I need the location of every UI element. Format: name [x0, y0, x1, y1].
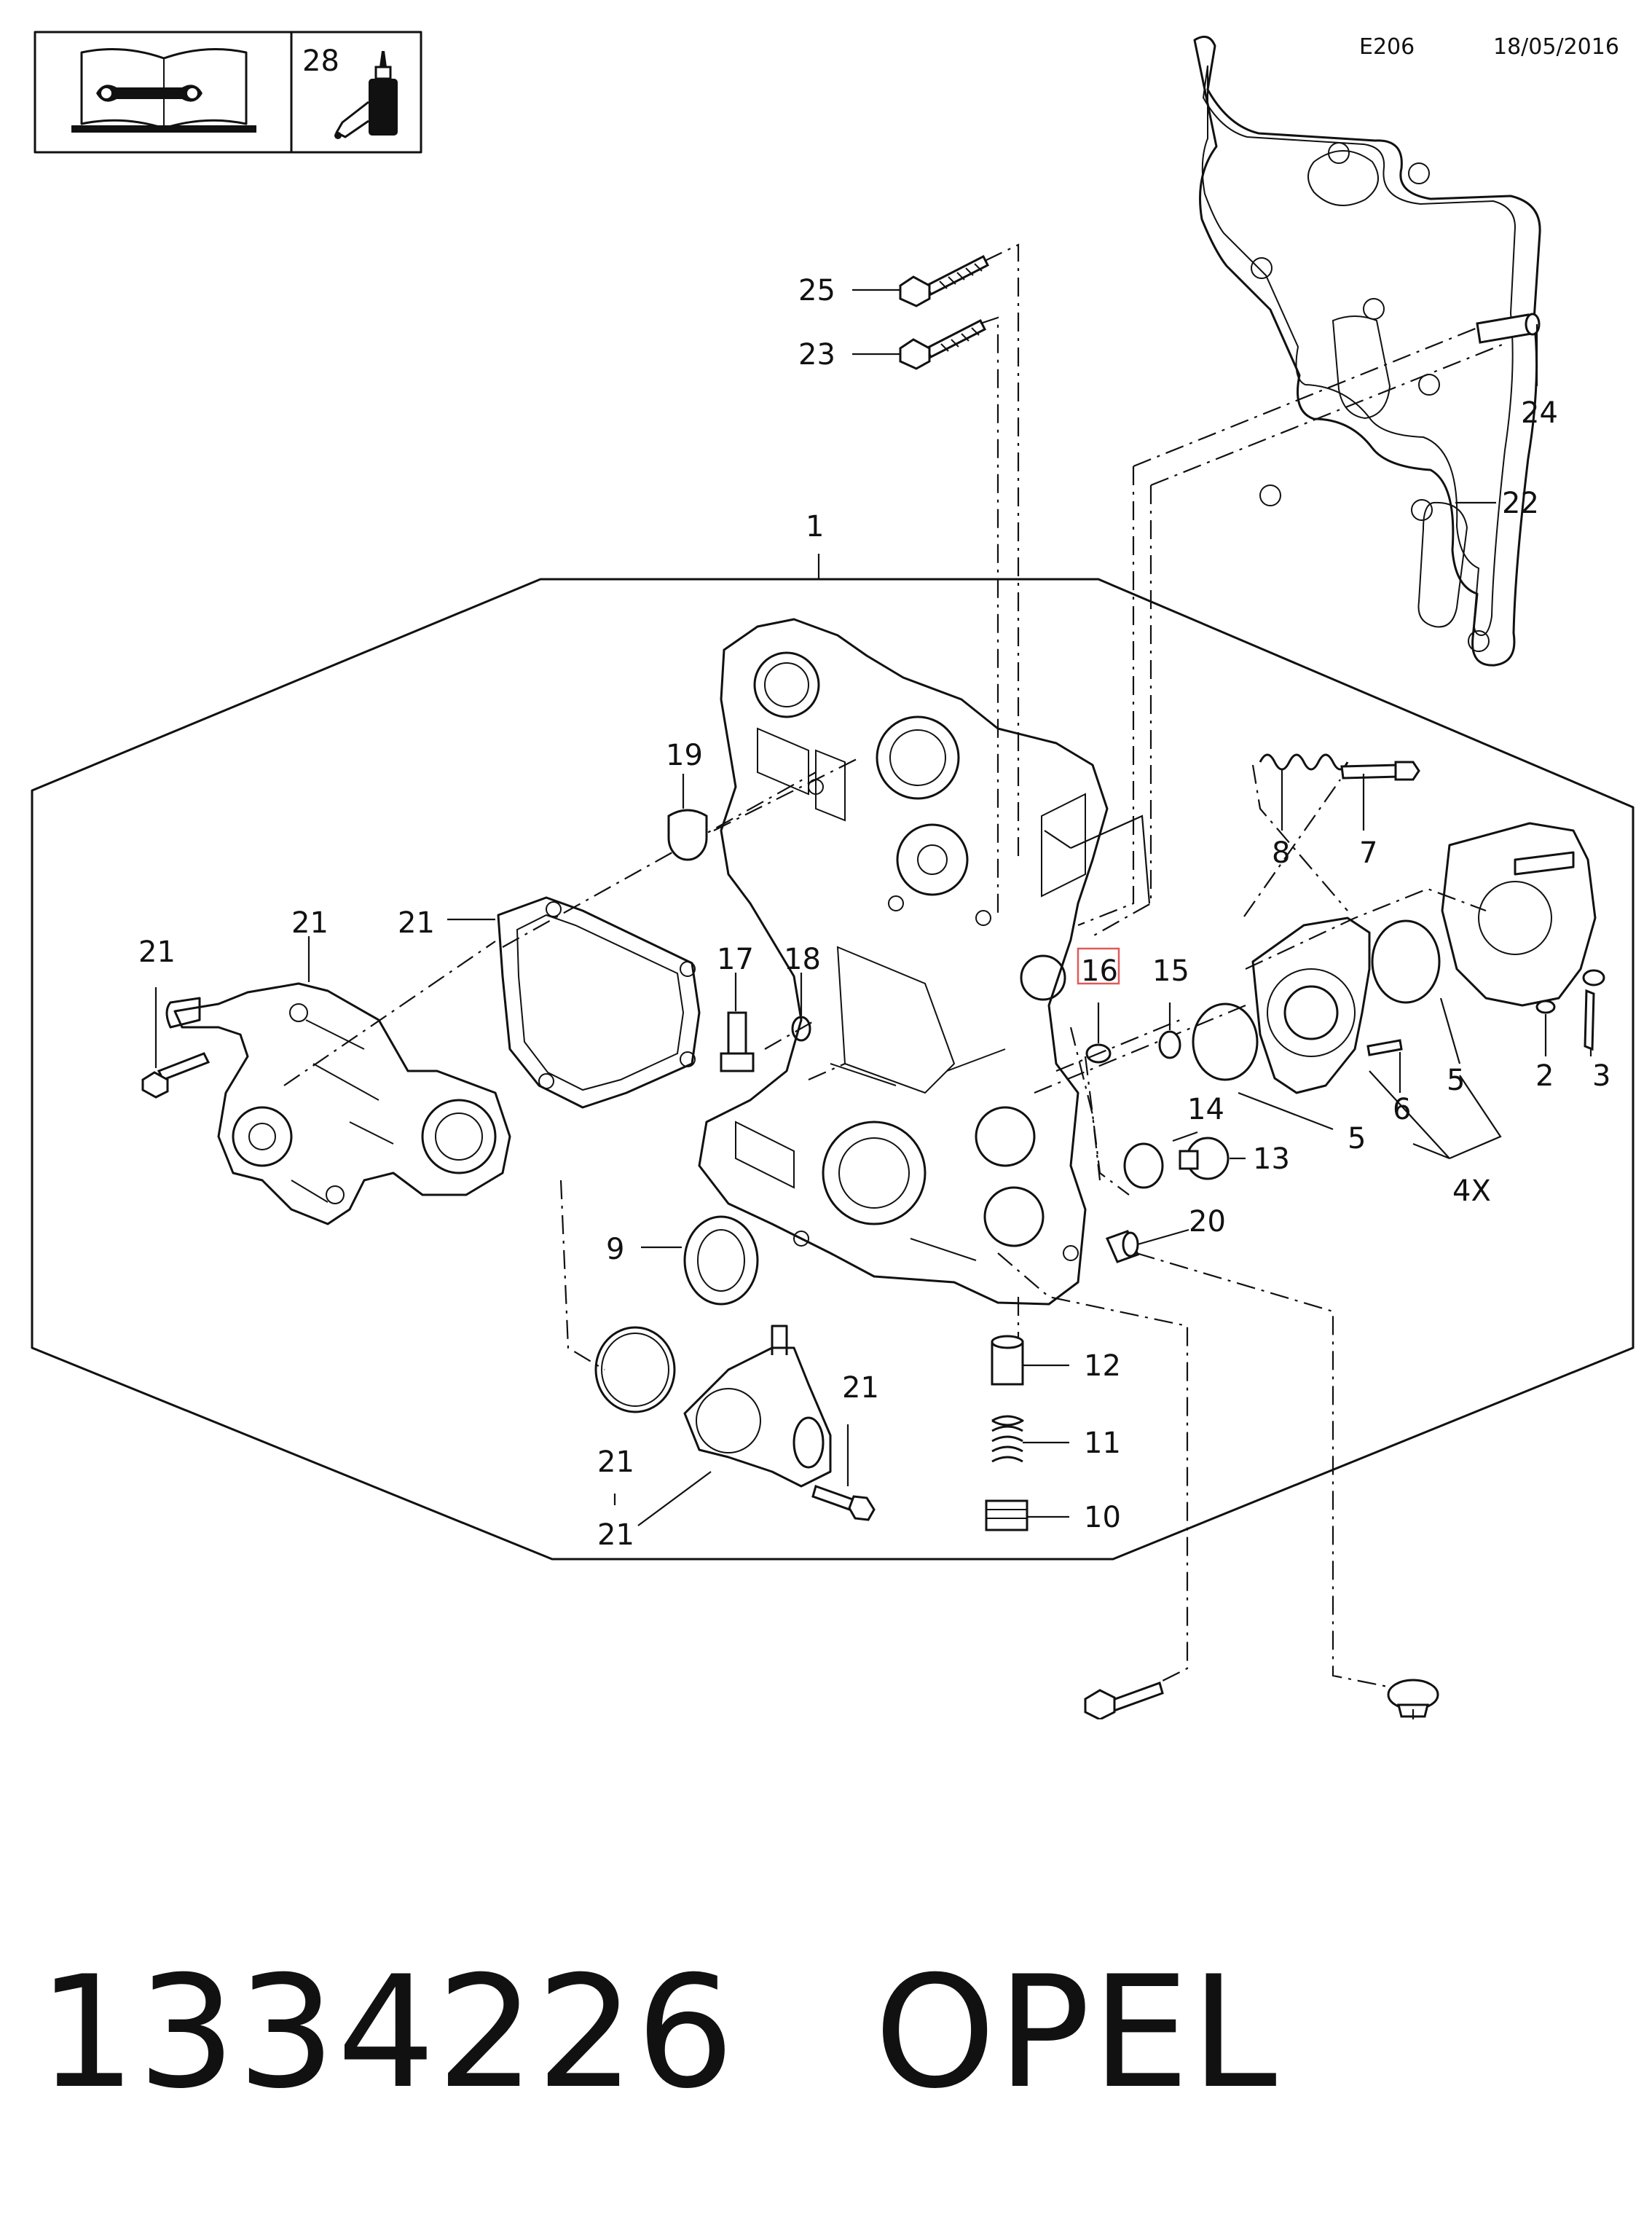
- callout-22: 22: [1502, 487, 1539, 520]
- exploded-parts-diagram: 28 E206 18/05/2016: [31, 31, 1635, 1719]
- alignment-lines: [283, 243, 1509, 1690]
- callout-5-lower: 5: [1348, 1122, 1366, 1155]
- part-number: 1334226: [38, 1942, 736, 2122]
- relief-valve-pin: [1340, 761, 1420, 781]
- callout-8: 8: [1272, 836, 1290, 870]
- callout-2: 2: [1535, 1059, 1554, 1093]
- thermostat-seal: [594, 1326, 676, 1413]
- pressure-relief-spring: [1259, 753, 1349, 771]
- sleeve: [1105, 1230, 1140, 1263]
- callout-23: 23: [798, 338, 835, 372]
- callout-21-thermostat-housing: 21: [597, 1518, 634, 1552]
- callout-4x: 4X: [1452, 1174, 1491, 1208]
- legend-box: 28: [34, 31, 422, 154]
- callout-17: 17: [717, 943, 754, 976]
- plug-nut: [1158, 1030, 1181, 1059]
- oil-pump-rotor-housing: [1251, 917, 1371, 1094]
- callout-20: 20: [1189, 1205, 1226, 1239]
- callout-24: 24: [1521, 396, 1558, 430]
- timing-cover-gasket: [1193, 36, 1541, 667]
- plug: [667, 809, 708, 861]
- diagram-date: 18/05/2016: [1493, 34, 1619, 60]
- diagram-code: E206: [1359, 34, 1415, 60]
- sump-bolt: [1084, 1682, 1164, 1719]
- small-bolt: [720, 1011, 755, 1072]
- relief-valve-spring: [991, 1415, 1024, 1463]
- front-cover-housing: [698, 618, 1109, 1306]
- dowel: [1535, 1000, 1556, 1014]
- brand-name: OPEL: [874, 1942, 1278, 2122]
- callout-16: 16: [1081, 954, 1118, 988]
- callout-13: 13: [1253, 1142, 1290, 1176]
- callout-1: 1: [806, 510, 824, 544]
- callout-9: 9: [606, 1233, 624, 1266]
- dowel-pin-small: [1366, 1039, 1403, 1056]
- oil-pump-cover-plate: [1441, 822, 1597, 1007]
- relief-valve-piston: [991, 1335, 1024, 1386]
- washer: [791, 1016, 811, 1042]
- repair-manual-icon: [71, 48, 256, 133]
- thread-locker-icon: [334, 51, 398, 139]
- cover-bolt-long: [899, 254, 990, 307]
- callout-21-pump-gasket: 21: [398, 906, 435, 940]
- assembly-boundary: [31, 578, 1635, 1561]
- callout-21-water-pump: 21: [291, 906, 329, 940]
- pump-gasket: [497, 896, 701, 1109]
- cover-screw: [1582, 969, 1605, 1051]
- legend-item-number: 28: [302, 44, 339, 78]
- thermostat-bolt: [811, 1485, 876, 1521]
- crank-seal: [683, 1215, 759, 1306]
- callout-18: 18: [784, 943, 821, 976]
- oil-plug: [1179, 1137, 1230, 1180]
- callout-5-upper: 5: [1447, 1064, 1465, 1097]
- water-pump: [165, 982, 511, 1225]
- callout-labels: 1 2 3 4X 5 5 6 7 8 9 10 11 12 13 14 15 1…: [138, 274, 1610, 1552]
- callout-14: 14: [1187, 1093, 1224, 1126]
- relief-valve-plug: [985, 1499, 1028, 1531]
- callout-15: 15: [1152, 954, 1189, 988]
- callout-21-pump-bolt: 21: [138, 935, 176, 969]
- drain-plug: [1387, 1679, 1439, 1718]
- callout-3: 3: [1592, 1059, 1610, 1093]
- cover-bolt-short: [899, 318, 987, 370]
- callout-25: 25: [798, 274, 835, 307]
- pump-bolt: [141, 1052, 211, 1099]
- callout-12: 12: [1084, 1349, 1121, 1383]
- oil-pump-o-ring-b: [1192, 1002, 1259, 1081]
- callout-19: 19: [666, 739, 703, 772]
- thermostat-housing: [683, 1325, 832, 1488]
- o-ring-small: [1085, 1043, 1112, 1064]
- callout-6: 6: [1393, 1093, 1411, 1126]
- oil-pump-o-ring-a: [1371, 919, 1441, 1004]
- callout-10: 10: [1084, 1501, 1121, 1534]
- dowel-pin: [1476, 313, 1541, 344]
- callout-7: 7: [1359, 836, 1377, 870]
- callout-11: 11: [1084, 1427, 1121, 1460]
- footer-caption: 1334226 OPEL: [38, 1942, 1568, 2122]
- highlight-box-16: [1077, 947, 1120, 985]
- callout-21-thermostat-seal: 21: [597, 1445, 634, 1479]
- callout-21-thermostat-bolt: 21: [842, 1371, 879, 1405]
- oil-seal-ring: [1123, 1142, 1164, 1189]
